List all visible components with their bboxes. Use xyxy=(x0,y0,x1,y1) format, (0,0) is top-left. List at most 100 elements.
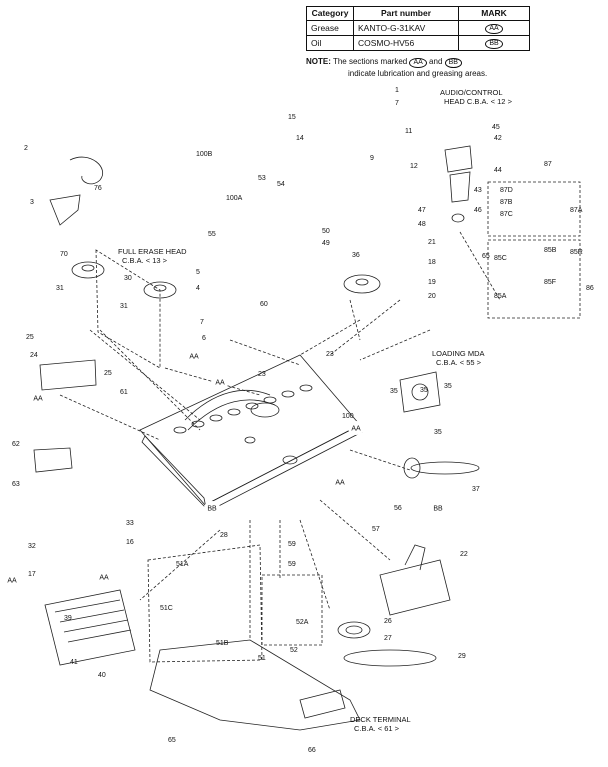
callout-number: 17 xyxy=(28,571,36,578)
chassis-hole xyxy=(281,390,295,398)
chassis-hole xyxy=(209,414,223,422)
section-label-loading-cba: C.B.A. < 55 > xyxy=(436,358,482,367)
callout-number: 30 xyxy=(124,275,132,282)
main-chassis xyxy=(139,354,361,506)
callout-number: 27 xyxy=(384,635,392,642)
gear-parts-region xyxy=(487,239,581,319)
callout-number: 65 xyxy=(482,253,490,260)
callout-number: 49 xyxy=(322,240,330,247)
mark-symbol: AA xyxy=(485,24,503,34)
callout-number: 26 xyxy=(384,618,392,625)
callout-number: 42 xyxy=(494,135,502,142)
callout-number: 37 xyxy=(472,486,480,493)
callout-number: 21 xyxy=(428,239,436,246)
sub-assembly-51-region xyxy=(147,544,263,663)
terminal-block xyxy=(299,689,346,719)
section-label-fe-cba: C.B.A. < 13 > xyxy=(122,256,168,265)
callout-number: 35 xyxy=(390,388,398,395)
connection-line xyxy=(229,339,301,366)
callout-number: 60 xyxy=(260,301,268,308)
callout-number: 24 xyxy=(30,352,38,359)
callout-number: 63 xyxy=(12,481,20,488)
reel-30-hub xyxy=(153,284,167,292)
head-mount xyxy=(444,145,473,173)
callout-number: 53 xyxy=(258,175,266,182)
head-block xyxy=(449,171,471,203)
lubrication-mark-aa: AA xyxy=(99,575,109,582)
chassis-hole xyxy=(227,408,241,416)
callout-number: 6 xyxy=(202,335,206,342)
capstan-pulley xyxy=(337,621,371,639)
reel-30 xyxy=(143,281,177,299)
reel-70 xyxy=(71,261,105,279)
callout-number: 16 xyxy=(126,539,134,546)
lubrication-mark-circle xyxy=(186,349,202,363)
diagram-linework xyxy=(33,145,581,731)
belt-path xyxy=(187,399,276,431)
callout-number: 40 xyxy=(98,672,106,679)
callout-number: 11 xyxy=(405,128,412,135)
callout-number: 62 xyxy=(12,441,20,448)
callout-number: 50 xyxy=(322,228,330,235)
connection-line xyxy=(359,329,431,361)
callout-number: 59 xyxy=(288,561,296,568)
callout-number: 47 xyxy=(418,207,426,214)
chassis-edge xyxy=(204,424,363,513)
belt-37 xyxy=(410,461,480,475)
connection-line xyxy=(319,499,391,561)
connection-line xyxy=(164,367,261,396)
deck-terminal-base xyxy=(149,639,361,731)
lubrication-mark-circle xyxy=(332,475,348,489)
callout-number: 61 xyxy=(120,389,128,396)
loading-pulley xyxy=(403,457,421,479)
callout-number: 52A xyxy=(296,619,309,626)
callout-number: 51A xyxy=(176,561,189,568)
callout-number: 23 xyxy=(326,351,334,358)
callout-number: 14 xyxy=(296,135,304,142)
section-label-deck: DECK TERMINAL xyxy=(350,715,411,724)
callout-number: 35 xyxy=(434,429,442,436)
lubrication-mark-circle xyxy=(4,573,20,587)
lubrication-mark-aa: AA xyxy=(215,380,225,387)
reel-38 xyxy=(343,274,381,294)
callout-number: 87 xyxy=(544,161,552,168)
callout-number: 57 xyxy=(372,526,380,533)
part-62 xyxy=(33,447,73,473)
connection-line xyxy=(459,231,501,301)
lubrication-note: NOTE: The sections marked AA and BB indi… xyxy=(306,56,487,79)
note-line2: indicate lubrication and greasing areas. xyxy=(348,69,488,78)
spindle xyxy=(282,455,298,465)
section-label-fe: FULL ERASE HEAD xyxy=(118,247,187,256)
section-label-deck-cba: C.B.A. < 61 > xyxy=(354,724,400,733)
bracket-22-post xyxy=(404,544,426,571)
note-and: and xyxy=(429,57,443,66)
bracket-22 xyxy=(379,559,451,616)
lubrication-mark-bb: BB xyxy=(207,506,217,513)
callout-number: 45 xyxy=(492,124,500,131)
callout-number: 76 xyxy=(94,185,102,192)
callout-number: 85C xyxy=(494,255,507,262)
spindle xyxy=(244,436,256,444)
callout-number: 85B xyxy=(544,247,557,254)
callout-number: 4 xyxy=(196,285,200,292)
table-row: Oil COSMO-HV56 BB xyxy=(306,35,530,51)
cassette-holder xyxy=(44,589,136,666)
callout-number: 28 xyxy=(220,532,228,539)
chassis-hole xyxy=(245,402,259,410)
bracket-24 xyxy=(39,359,97,391)
drum-base xyxy=(250,402,280,418)
callout-number: 54 xyxy=(277,181,285,188)
belt-path xyxy=(184,389,271,421)
capstan-hub xyxy=(345,625,363,635)
motor-shaft xyxy=(411,383,429,401)
callout-number: 5 xyxy=(196,269,200,276)
section-label-loading: LOADING MDA xyxy=(432,349,485,358)
callout-number: 44 xyxy=(494,167,502,174)
callout-number: 36 xyxy=(352,252,360,259)
callout-number: 18 xyxy=(428,259,436,266)
connection-line xyxy=(99,329,201,431)
connection-line xyxy=(329,299,401,356)
callout-number: 31 xyxy=(120,303,128,310)
holder-rail xyxy=(63,619,129,633)
